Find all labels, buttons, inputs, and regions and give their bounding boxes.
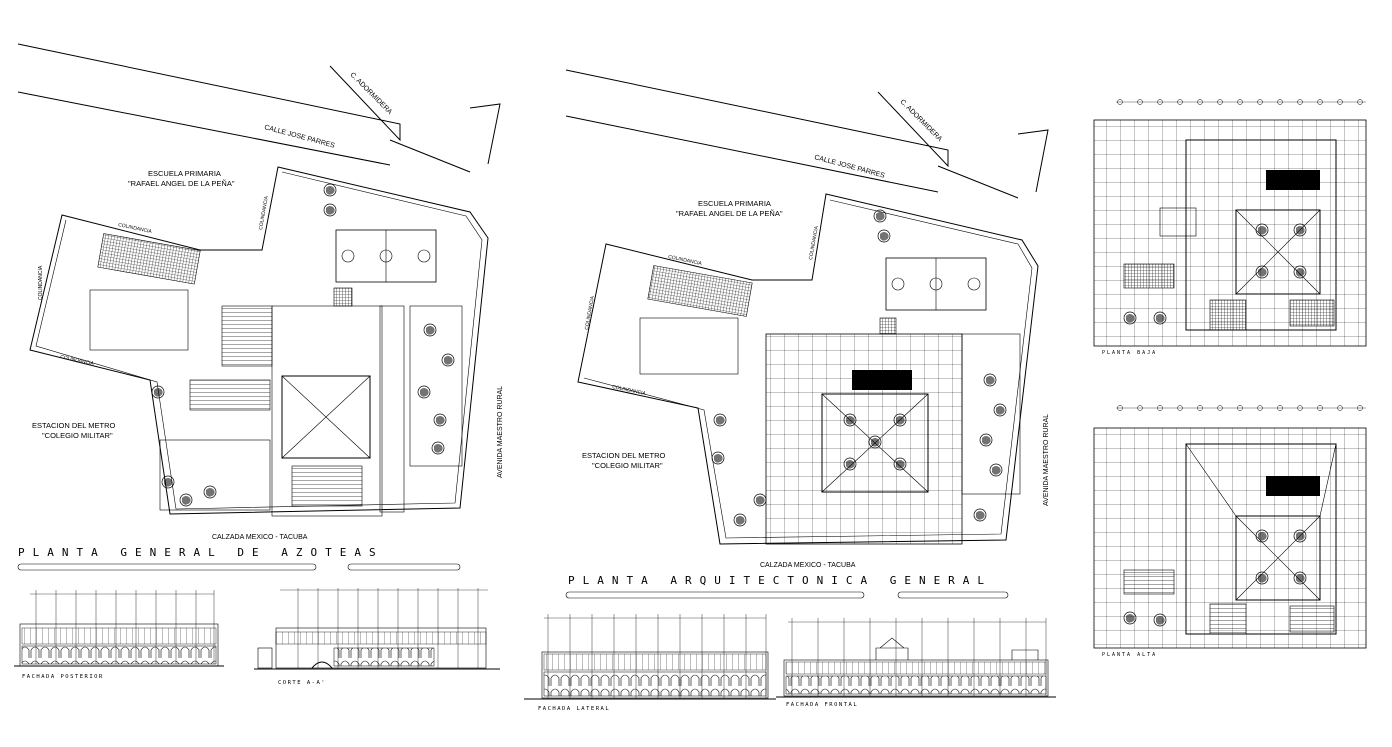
elevation-labels: FACHADA POSTERIOR CORTE A-A' FACHADA LAT… (22, 674, 858, 712)
boundary-label: COLINDANCIA (668, 254, 703, 267)
site-plan-arch (565, 69, 1049, 545)
front-elevation-label: FACHADA FRONTAL (786, 702, 858, 708)
floor-plan-ground (1093, 99, 1367, 347)
metro-label: ESTACION DEL METRO (582, 451, 666, 460)
metro-label: ESTACION DEL METRO (32, 421, 116, 430)
street-top-label: CALLE JOSE PARRES (263, 124, 335, 150)
boundary-label: COLINDANCIA (258, 195, 270, 230)
title-underline (17, 563, 317, 571)
boundary-label: COLINDANCIA (612, 384, 647, 397)
boundary-label: COLINDANCIA (584, 295, 596, 330)
boundary-label: COLINDANCIA (808, 225, 820, 260)
street-bottom-label: CALZADA MEXICO - TACUBA (212, 534, 308, 541)
section-a-a (254, 588, 500, 670)
neighbor-school-label: ESCUELA PRIMARIA (148, 169, 221, 178)
side-elevation-label: FACHADA LATERAL (538, 706, 610, 712)
sheet-title-arch: PLANTA ARQUITECTONICA GENERAL (568, 574, 992, 587)
street-right-label: AVENIDA MAESTRO RURAL (497, 386, 504, 478)
ground-floor-label: PLANTA BAJA (1102, 350, 1157, 356)
elevation-rear (14, 590, 224, 667)
street-right-label: AVENIDA MAESTRO RURAL (1043, 414, 1050, 506)
title-underline (565, 591, 865, 599)
boundary-label: COLINDANCIA (60, 354, 95, 367)
street-top-label: CALLE JOSE PARRES (813, 154, 885, 180)
upper-floor-label: PLANTA ALTA (1102, 652, 1157, 658)
floor-plan-upper (1093, 405, 1367, 649)
section-label: CORTE A-A' (278, 680, 326, 686)
neighbor-school-name: "RAFAEL ANGEL DE LA PEÑA" (676, 209, 783, 218)
neighbor-school-label: ESCUELA PRIMARIA (698, 199, 771, 208)
neighbor-school-name: "RAFAEL ANGEL DE LA PEÑA" (128, 179, 235, 188)
metro-name: "COLEGIO MILITAR" (592, 461, 663, 470)
street-bottom-label: CALZADA MEXICO - TACUBA (760, 562, 856, 569)
elevation-side (524, 614, 776, 700)
floor-plan-labels: PLANTA BAJA PLANTA ALTA (1102, 350, 1157, 658)
site-plan-roofs (17, 43, 501, 517)
metro-name: "COLEGIO MILITAR" (42, 431, 113, 440)
title-underline (897, 591, 1009, 599)
elevation-front (776, 618, 1056, 698)
rear-elevation-label: FACHADA POSTERIOR (22, 674, 104, 680)
title-underline (347, 563, 461, 571)
sheet-title-roofs: PLANTA GENERAL DE AZOTEAS (18, 546, 384, 559)
boundary-label: COLINDANCIA (38, 265, 44, 300)
